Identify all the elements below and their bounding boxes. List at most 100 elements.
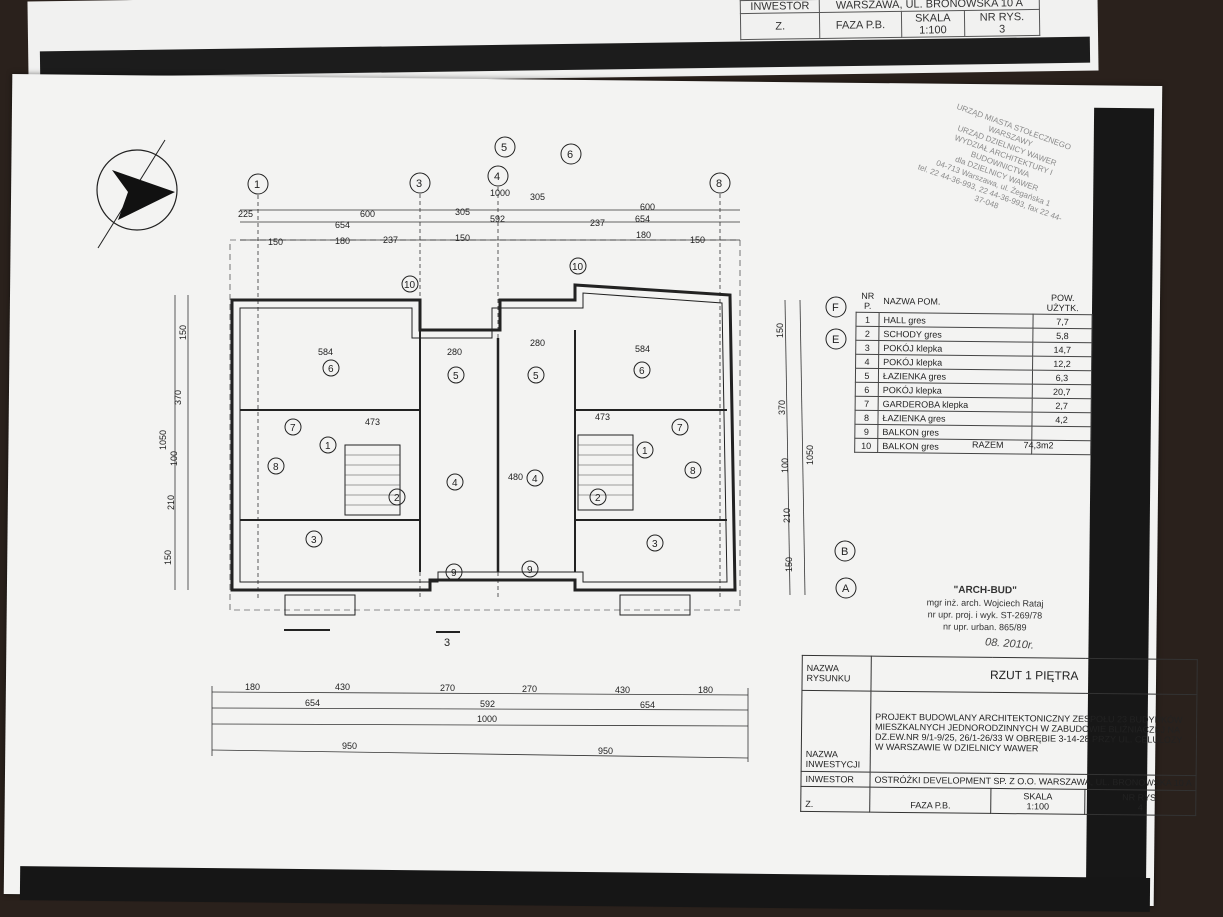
dim-bottom-950-left: 950 [342, 741, 357, 751]
dim-top-592: 592 [490, 214, 505, 224]
legend-area: 6,3 [1032, 370, 1092, 385]
legend-area: 5,8 [1032, 328, 1092, 343]
room-8-right: 8 [690, 466, 696, 477]
room-10-left: 10 [404, 280, 416, 291]
right-dimension-lines [784, 299, 806, 596]
right-dimension-texts: 150 370 100 210 150 1050 [775, 323, 815, 572]
dim-left-150-top: 150 [178, 325, 188, 340]
dim-top-150-b: 150 [455, 233, 470, 243]
dim-bottom-270-left: 270 [440, 683, 455, 693]
room-1-right: 1 [642, 446, 648, 457]
axis-label-f: F [832, 302, 839, 314]
legend-area: 2,7 [1032, 398, 1092, 413]
title-nr: NR RYS.4 [1084, 789, 1197, 816]
dim-bottom-180-left: 180 [245, 682, 260, 692]
legend-nr: 5 [855, 368, 879, 383]
dim-room-480: 480 [508, 472, 523, 482]
legend-total-label: RAZEM [971, 439, 1004, 450]
dim-top-305-right: 305 [530, 192, 545, 202]
top-dimension-texts: 600 305 1000 305 600 654 592 654 150 180… [238, 188, 705, 247]
legend-nr: 2 [855, 326, 879, 341]
title-nazwa-rysunku-label: NAZWA RYSUNKU [801, 655, 872, 692]
title-z-label: Z. [800, 786, 870, 813]
dim-top-654-left: 654 [335, 220, 350, 230]
axis-label-e: E [832, 334, 839, 346]
room-10-right: 10 [572, 262, 584, 273]
dim-right-total: 1050 [805, 445, 815, 465]
dim-room-584-left: 584 [318, 347, 333, 357]
legend-header-area: POW. UŻYTK. [1046, 292, 1079, 314]
legend-nr: 6 [855, 382, 879, 397]
room-8-left: 8 [273, 462, 279, 473]
room-2-left: 2 [394, 493, 400, 504]
dim-room-280-left: 280 [447, 347, 462, 357]
dim-bottom-270-right: 270 [522, 684, 537, 694]
title-nazwa-inwestycji-label: NAZWA INWESTYCJI [801, 690, 871, 773]
title-nr-label: NR RYS. [1122, 792, 1159, 803]
dim-bottom-592: 592 [480, 699, 495, 709]
room-1-left: 1 [325, 441, 331, 452]
legend-nr: 9 [854, 424, 878, 439]
dim-room-473-right: 473 [595, 412, 610, 422]
title-block: NAZWA RYSUNKU RZUT 1 PIĘTRA NAZWA INWEST… [800, 655, 1198, 816]
legend-nr: 10 [854, 438, 878, 453]
dim-bottom-430-right: 430 [615, 685, 630, 695]
legend-header-nr: NR P. [861, 290, 875, 311]
section-marks: 3 [284, 629, 460, 649]
room-6-left: 6 [328, 364, 334, 375]
dim-top-180-b: 180 [636, 230, 651, 240]
room-markers: 6 5 5 6 7 7 1 1 8 8 2 2 4 4 3 3 9 9 10 [267, 257, 702, 581]
axis-label-3: 3 [416, 178, 422, 190]
dim-top-600-left: 600 [360, 209, 375, 219]
right-axis-markers: F E B A [825, 296, 857, 599]
title-nazwa-inwestycji: PROJEKT BUDOWLANY ARCHITEKTONICZNY ZESPO… [870, 691, 1198, 776]
legend-total-value: 74,3m2 [1023, 440, 1054, 451]
axis-label-8: 8 [716, 178, 722, 190]
title-skala-label: SKALA [1023, 791, 1053, 802]
dim-top-600-right: 600 [640, 202, 655, 212]
left-dimension-lines [174, 295, 189, 590]
room-4-left: 4 [452, 478, 458, 489]
top-axis-markers: 1 3 4 5 6 8 [247, 136, 731, 195]
room-7-left: 7 [290, 423, 296, 434]
room-5-right: 5 [533, 371, 539, 382]
legend-area: 12,2 [1032, 356, 1092, 371]
dim-bottom-1000: 1000 [477, 714, 497, 724]
dim-top-180-a: 180 [335, 236, 350, 246]
left-dimension-texts: 150 370 100 210 150 1050 [158, 325, 188, 565]
dim-left-100: 100 [169, 451, 179, 466]
axis-label-a: A [842, 583, 850, 595]
stair-lines [345, 444, 633, 506]
room-2-right: 2 [595, 493, 601, 504]
axis-label-4: 4 [494, 171, 500, 183]
dim-top-edge-225: 225 [238, 209, 253, 219]
architect-stamp: "ARCH-BUD" mgr inż. arch. Wojciech Rataj… [900, 584, 1070, 634]
dim-top-237-b: 237 [590, 218, 605, 228]
legend-area: 4,2 [1031, 412, 1092, 427]
legend-nr: 1 [855, 312, 880, 327]
dim-left-150-bottom: 150 [163, 550, 173, 565]
dim-top-654-right: 654 [635, 214, 650, 224]
dim-top-305-left: 305 [455, 207, 470, 217]
legend-area: 7,7 [1032, 314, 1093, 329]
dim-left-370: 370 [173, 390, 183, 405]
dim-bottom-950-right: 950 [598, 746, 613, 756]
room-3-left: 3 [311, 535, 317, 546]
legend-area: 20,7 [1032, 384, 1092, 399]
room-9-right: 9 [527, 565, 533, 576]
dim-top-150-a: 150 [268, 237, 283, 247]
dim-top-1000: 1000 [490, 188, 510, 198]
dim-bottom-180-right: 180 [698, 685, 713, 695]
legend-area: 14,7 [1032, 342, 1092, 357]
legend-nr: 7 [855, 396, 879, 411]
section-label: 3 [444, 637, 450, 649]
room-9-left: 9 [451, 568, 457, 579]
legend-nr: 3 [855, 340, 879, 355]
dim-right-210: 210 [782, 508, 792, 523]
building-walls [229, 239, 741, 616]
axis-label-6: 6 [567, 149, 573, 161]
dim-left-210: 210 [166, 495, 176, 510]
legend-total: RAZEM 74,3m2 [972, 440, 1054, 451]
